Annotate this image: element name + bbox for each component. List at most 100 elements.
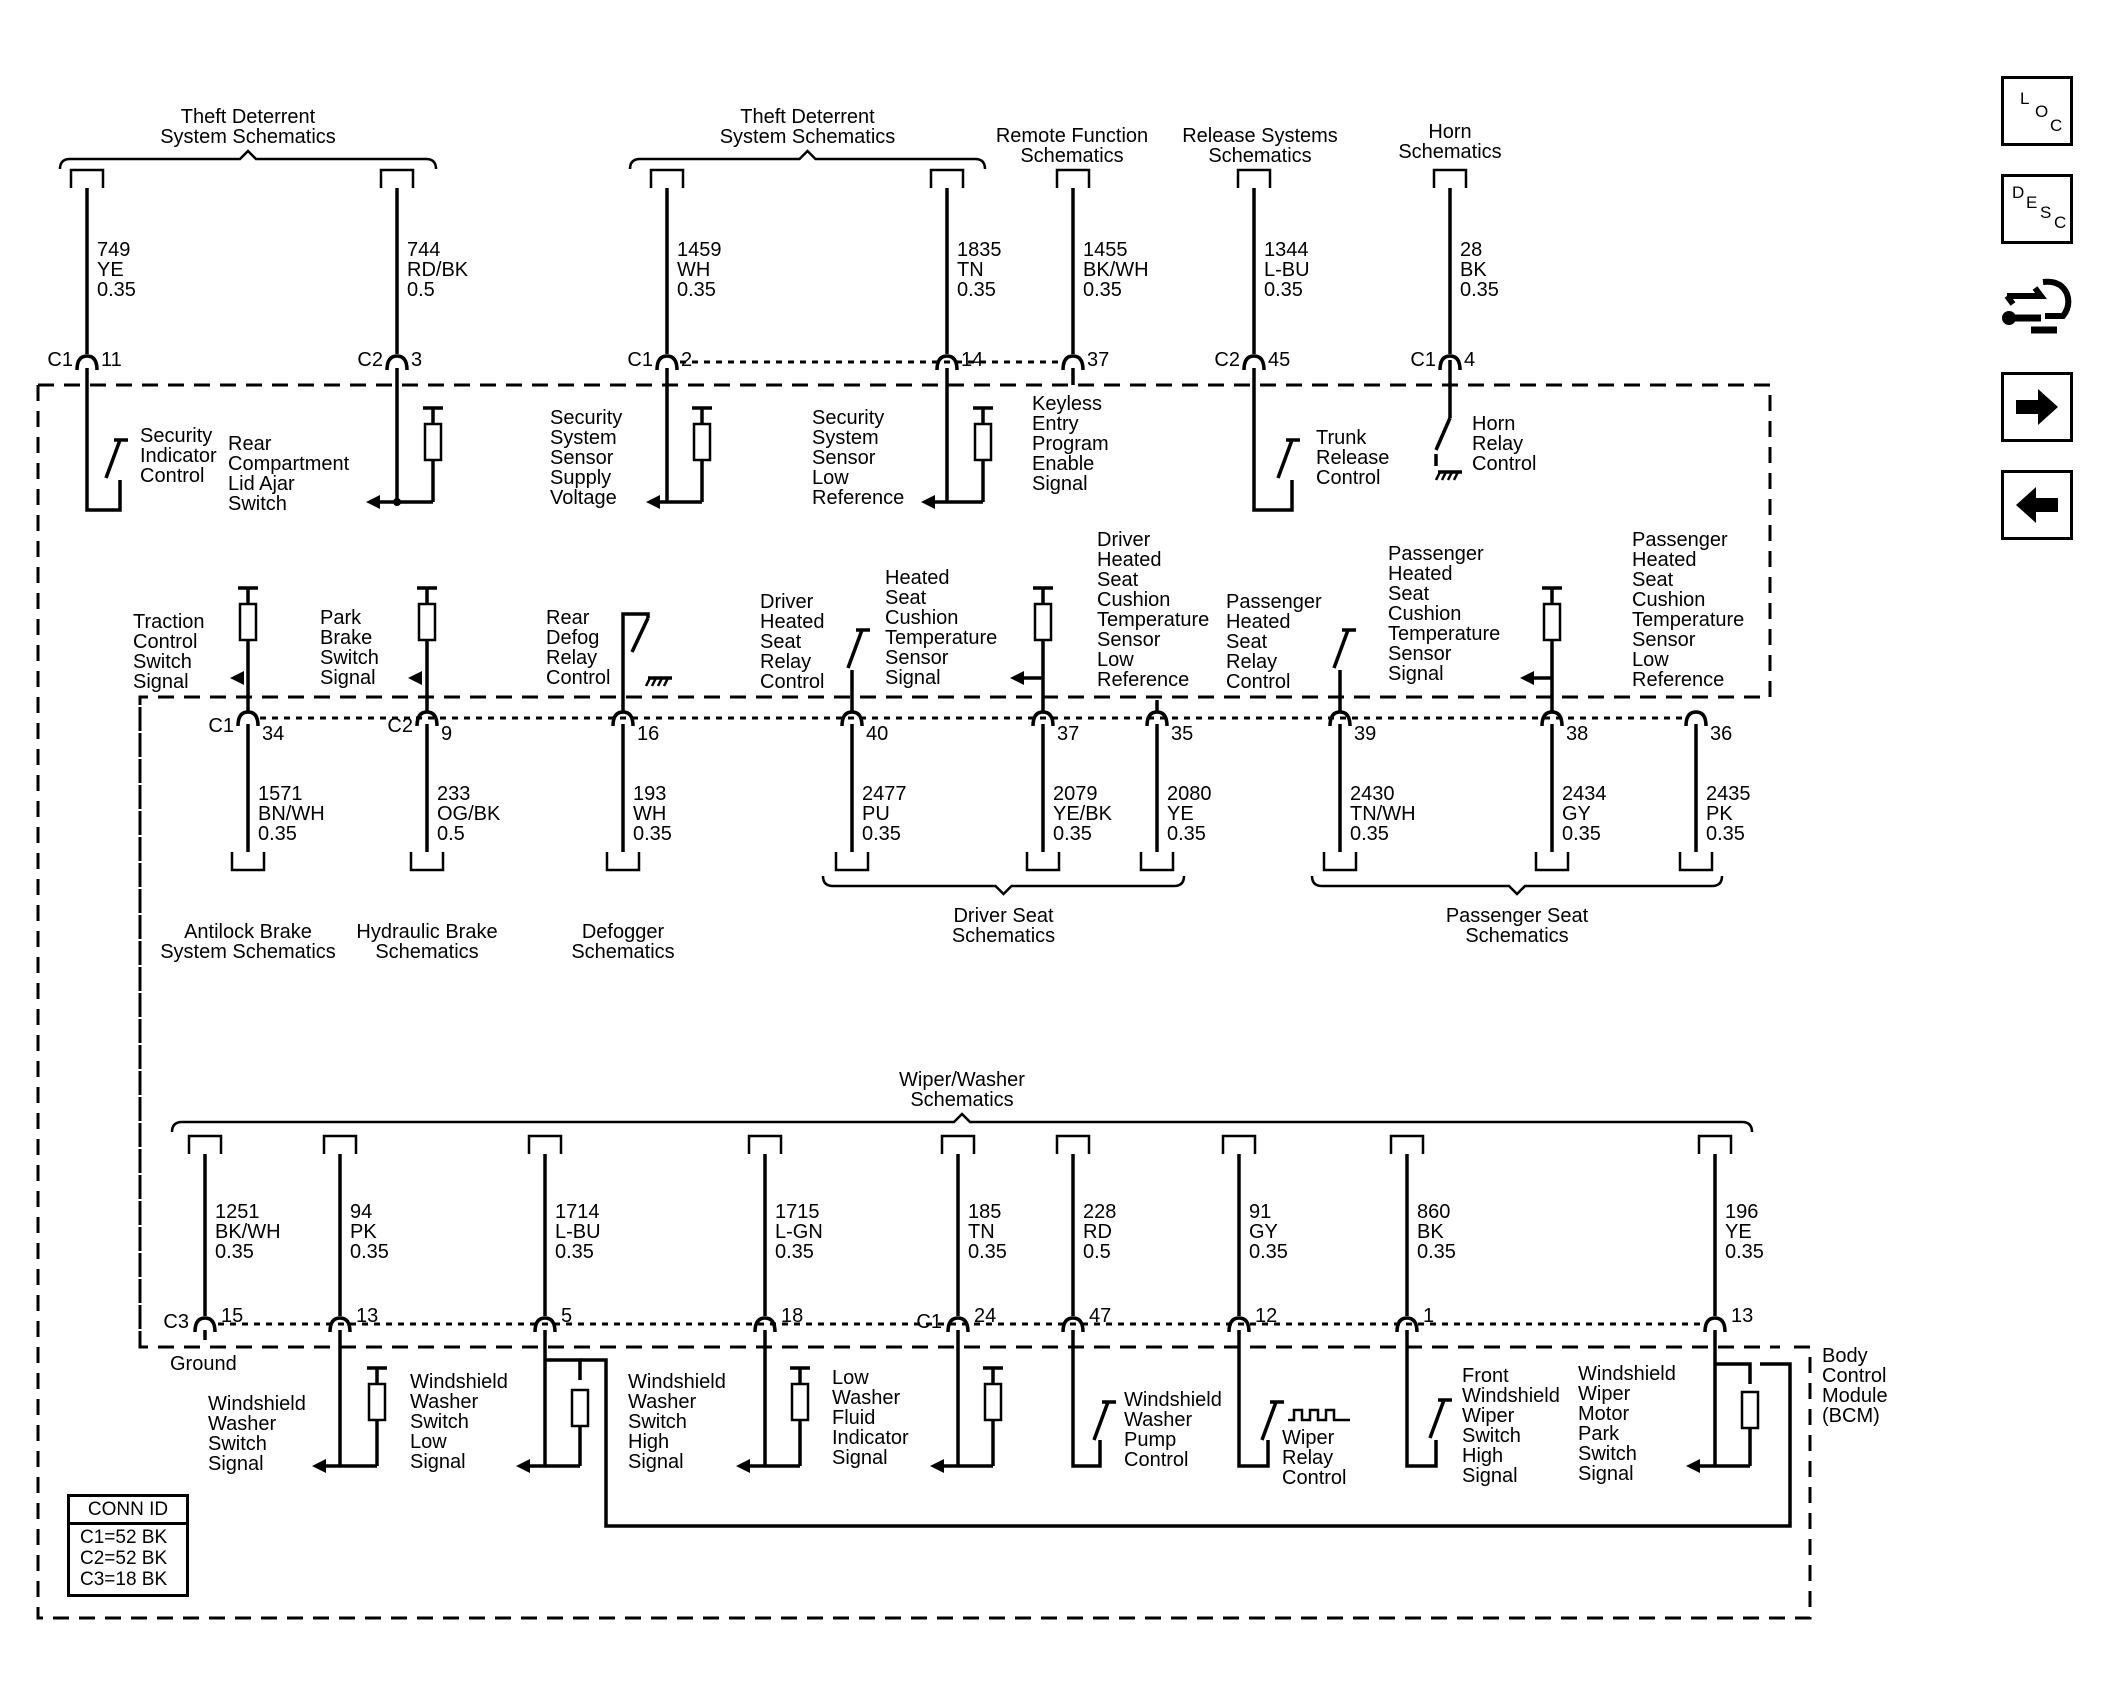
wire-label-line: OG/BK bbox=[437, 803, 501, 825]
pass-temp-low-label-line: Heated bbox=[1632, 549, 1697, 571]
pin-number: 4 bbox=[1464, 349, 1475, 371]
switch-blade bbox=[1260, 1401, 1278, 1441]
bcm-label-line: Body bbox=[1822, 1345, 1868, 1367]
pass-temp-signal-label-line: Seat bbox=[1388, 583, 1430, 605]
signal-arrow bbox=[312, 1459, 326, 1473]
heated-temp-signal-label-line: Seat bbox=[885, 587, 927, 609]
pass-temp-signal-label-line: Signal bbox=[1388, 663, 1444, 685]
loc-letter-c: C bbox=[2050, 116, 2063, 135]
connector-pin bbox=[236, 710, 260, 727]
sensor-low-label-line: Security bbox=[812, 407, 884, 429]
desc-button[interactable]: D E S C bbox=[2001, 174, 2073, 244]
terminal bbox=[929, 168, 965, 188]
pass-temp-low-label-line: Cushion bbox=[1632, 589, 1705, 611]
trunk-label-line: Trunk bbox=[1316, 427, 1367, 449]
switch-blade bbox=[1276, 439, 1294, 479]
horn-relay-label-line: Control bbox=[1472, 453, 1536, 475]
defog-switch bbox=[630, 617, 650, 653]
signal-arrow bbox=[366, 495, 380, 509]
horn-relay-label-line: Horn bbox=[1472, 413, 1515, 435]
pin-number: 36 bbox=[1710, 723, 1732, 745]
park-brake-label-line: Park bbox=[320, 607, 362, 629]
terminal bbox=[1322, 852, 1358, 872]
pass-temp-signal-label-line: Passenger bbox=[1388, 543, 1484, 565]
front-high-label-line: Front bbox=[1462, 1365, 1509, 1387]
forward-arrow-button[interactable] bbox=[2001, 372, 2073, 442]
security-indicator-label-line: Security bbox=[140, 425, 212, 447]
terminal bbox=[747, 1134, 783, 1154]
front-high-label-line: High bbox=[1462, 1445, 1503, 1467]
trunk-loop bbox=[1252, 368, 1294, 512]
connector-pin bbox=[1684, 710, 1708, 727]
driver-temp-low-label-line: Reference bbox=[1097, 669, 1189, 691]
driver-temp-low-label-line: Cushion bbox=[1097, 589, 1170, 611]
x bbox=[545, 1358, 582, 1380]
driver-temp-low-label-line: Low bbox=[1097, 649, 1134, 671]
connector-pin bbox=[655, 354, 679, 371]
connector-id: C2 bbox=[387, 715, 413, 737]
switch-blade bbox=[1092, 1401, 1110, 1441]
connector-pin bbox=[1438, 354, 1462, 371]
wire-label-line: 0.5 bbox=[437, 823, 465, 845]
wire-label-line: BN/WH bbox=[258, 803, 325, 825]
back-arrow-button[interactable] bbox=[2001, 470, 2073, 540]
wire-label-line: L-BU bbox=[555, 1221, 601, 1243]
park-brake-label-line: Signal bbox=[320, 667, 376, 689]
wire-label-line: L-BU bbox=[1264, 259, 1310, 281]
conn-id-box: CONN ID C1=52 BK C2=52 BK C3=18 BK bbox=[67, 1494, 189, 1597]
front-high-label-line: Switch bbox=[1462, 1425, 1521, 1447]
wire-label-line: BK/WH bbox=[215, 1221, 281, 1243]
pin-number: 3 bbox=[411, 349, 422, 371]
connector-pin bbox=[193, 1316, 217, 1333]
wire-label-line: 193 bbox=[633, 783, 666, 805]
resistor bbox=[692, 422, 712, 462]
rear-defog-label-line: Rear bbox=[546, 607, 590, 629]
wire-label-line: 0.35 bbox=[1053, 823, 1092, 845]
park-switch-label-line: Park bbox=[1578, 1423, 1620, 1445]
wrench-hand-icon[interactable] bbox=[2001, 272, 2073, 342]
wire-label-line: 1714 bbox=[555, 1201, 600, 1223]
wire-label-line: 0.35 bbox=[1249, 1241, 1288, 1263]
ground-label-line: Ground bbox=[170, 1353, 237, 1375]
washer-high-label-line: Switch bbox=[628, 1411, 687, 1433]
ground-hatch bbox=[644, 677, 652, 687]
pin-number: 14 bbox=[961, 349, 983, 371]
wire-label-line: BK bbox=[1460, 259, 1487, 281]
security-indicator-label-line: Indicator bbox=[140, 445, 217, 467]
connector-id: C1 bbox=[208, 715, 234, 737]
desc-letter-c: C bbox=[2054, 213, 2067, 232]
wire-label-line: 0.35 bbox=[862, 823, 901, 845]
terminal bbox=[1236, 168, 1272, 188]
loc-letter-o: O bbox=[2035, 102, 2049, 121]
wire-label-line: 0.35 bbox=[258, 823, 297, 845]
ground-hatch bbox=[1446, 471, 1454, 481]
horn-header: Schematics bbox=[1398, 141, 1501, 163]
wire-label-line: 2434 bbox=[1562, 783, 1607, 805]
pump-label-line: Pump bbox=[1124, 1429, 1176, 1451]
traction-label-line: Traction bbox=[133, 611, 205, 633]
wiper-header: Schematics bbox=[910, 1089, 1013, 1111]
signal-arrow bbox=[230, 671, 244, 685]
resistor bbox=[238, 602, 258, 642]
sensor-supply-label-line: Voltage bbox=[550, 487, 617, 509]
keyless-label-line: Enable bbox=[1032, 453, 1094, 475]
terminal bbox=[605, 852, 641, 872]
driver-temp-low-label-line: Heated bbox=[1097, 549, 1162, 571]
pass-temp-signal-label-line: Sensor bbox=[1388, 643, 1452, 665]
sensor-low-label-line: Sensor bbox=[812, 447, 876, 469]
desc-letter-s: S bbox=[2040, 203, 2052, 222]
driver-temp-low-label-line: Temperature bbox=[1097, 609, 1209, 631]
driver-relay-label-line: Driver bbox=[760, 591, 814, 613]
wire-label-line: 0.35 bbox=[1460, 279, 1499, 301]
traction-label-line: Switch bbox=[133, 651, 192, 673]
pump-label-line: Windshield bbox=[1124, 1389, 1222, 1411]
wire-label-line: 28 bbox=[1460, 239, 1482, 261]
switch-blade bbox=[1332, 629, 1350, 669]
driver-relay-label-line: Relay bbox=[760, 651, 811, 673]
pass-relay-label-line: Control bbox=[1226, 671, 1290, 693]
driver-relay-label-line: Control bbox=[760, 671, 824, 693]
pin-number: 40 bbox=[866, 723, 888, 745]
front-high-label-line: Windshield bbox=[1462, 1385, 1560, 1407]
wire-label-line: 2080 bbox=[1167, 783, 1212, 805]
loc-button[interactable]: L O C bbox=[2001, 76, 2073, 146]
